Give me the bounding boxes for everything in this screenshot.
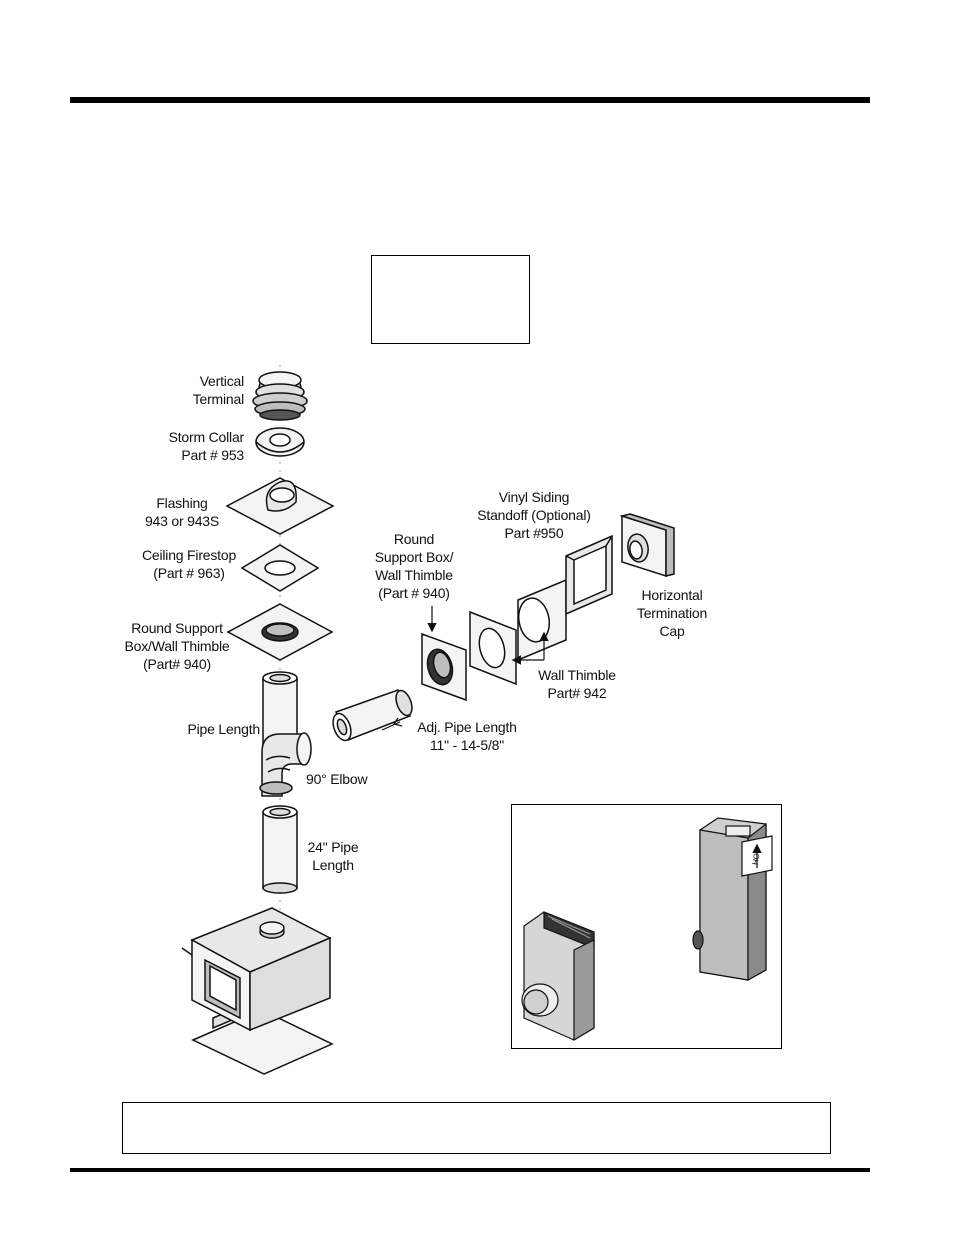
title-box bbox=[371, 255, 530, 344]
bottom-rule bbox=[70, 1168, 870, 1172]
round-support-box-part bbox=[226, 603, 334, 661]
inset-vertical-cap bbox=[692, 817, 773, 982]
ceiling-firestop-part bbox=[240, 544, 320, 592]
pipe-24-part bbox=[262, 805, 298, 894]
top-rule bbox=[70, 97, 870, 103]
elbow-90-part bbox=[259, 732, 312, 797]
vertical-terminal-part bbox=[252, 371, 308, 421]
callout-arrows bbox=[381, 606, 549, 731]
label-pipe-length: Pipe Length bbox=[187, 721, 260, 737]
flashing-part bbox=[225, 477, 335, 535]
label-ceiling-firestop: Ceiling Firestop(Part # 963) bbox=[141, 547, 237, 581]
inset-horizontal-cap bbox=[521, 911, 595, 1042]
caption-box bbox=[122, 1102, 831, 1154]
vinyl-siding-standoff-part bbox=[565, 534, 613, 616]
stove-part bbox=[181, 907, 334, 1075]
storm-collar-part bbox=[255, 427, 305, 457]
adj-pipe-length-part bbox=[332, 689, 413, 742]
round-support-box-mid-part bbox=[421, 632, 467, 702]
wall-thimble-part bbox=[469, 578, 567, 686]
horizontal-cap-part bbox=[619, 513, 675, 578]
label-elbow-90: 90° Elbow bbox=[306, 771, 368, 787]
